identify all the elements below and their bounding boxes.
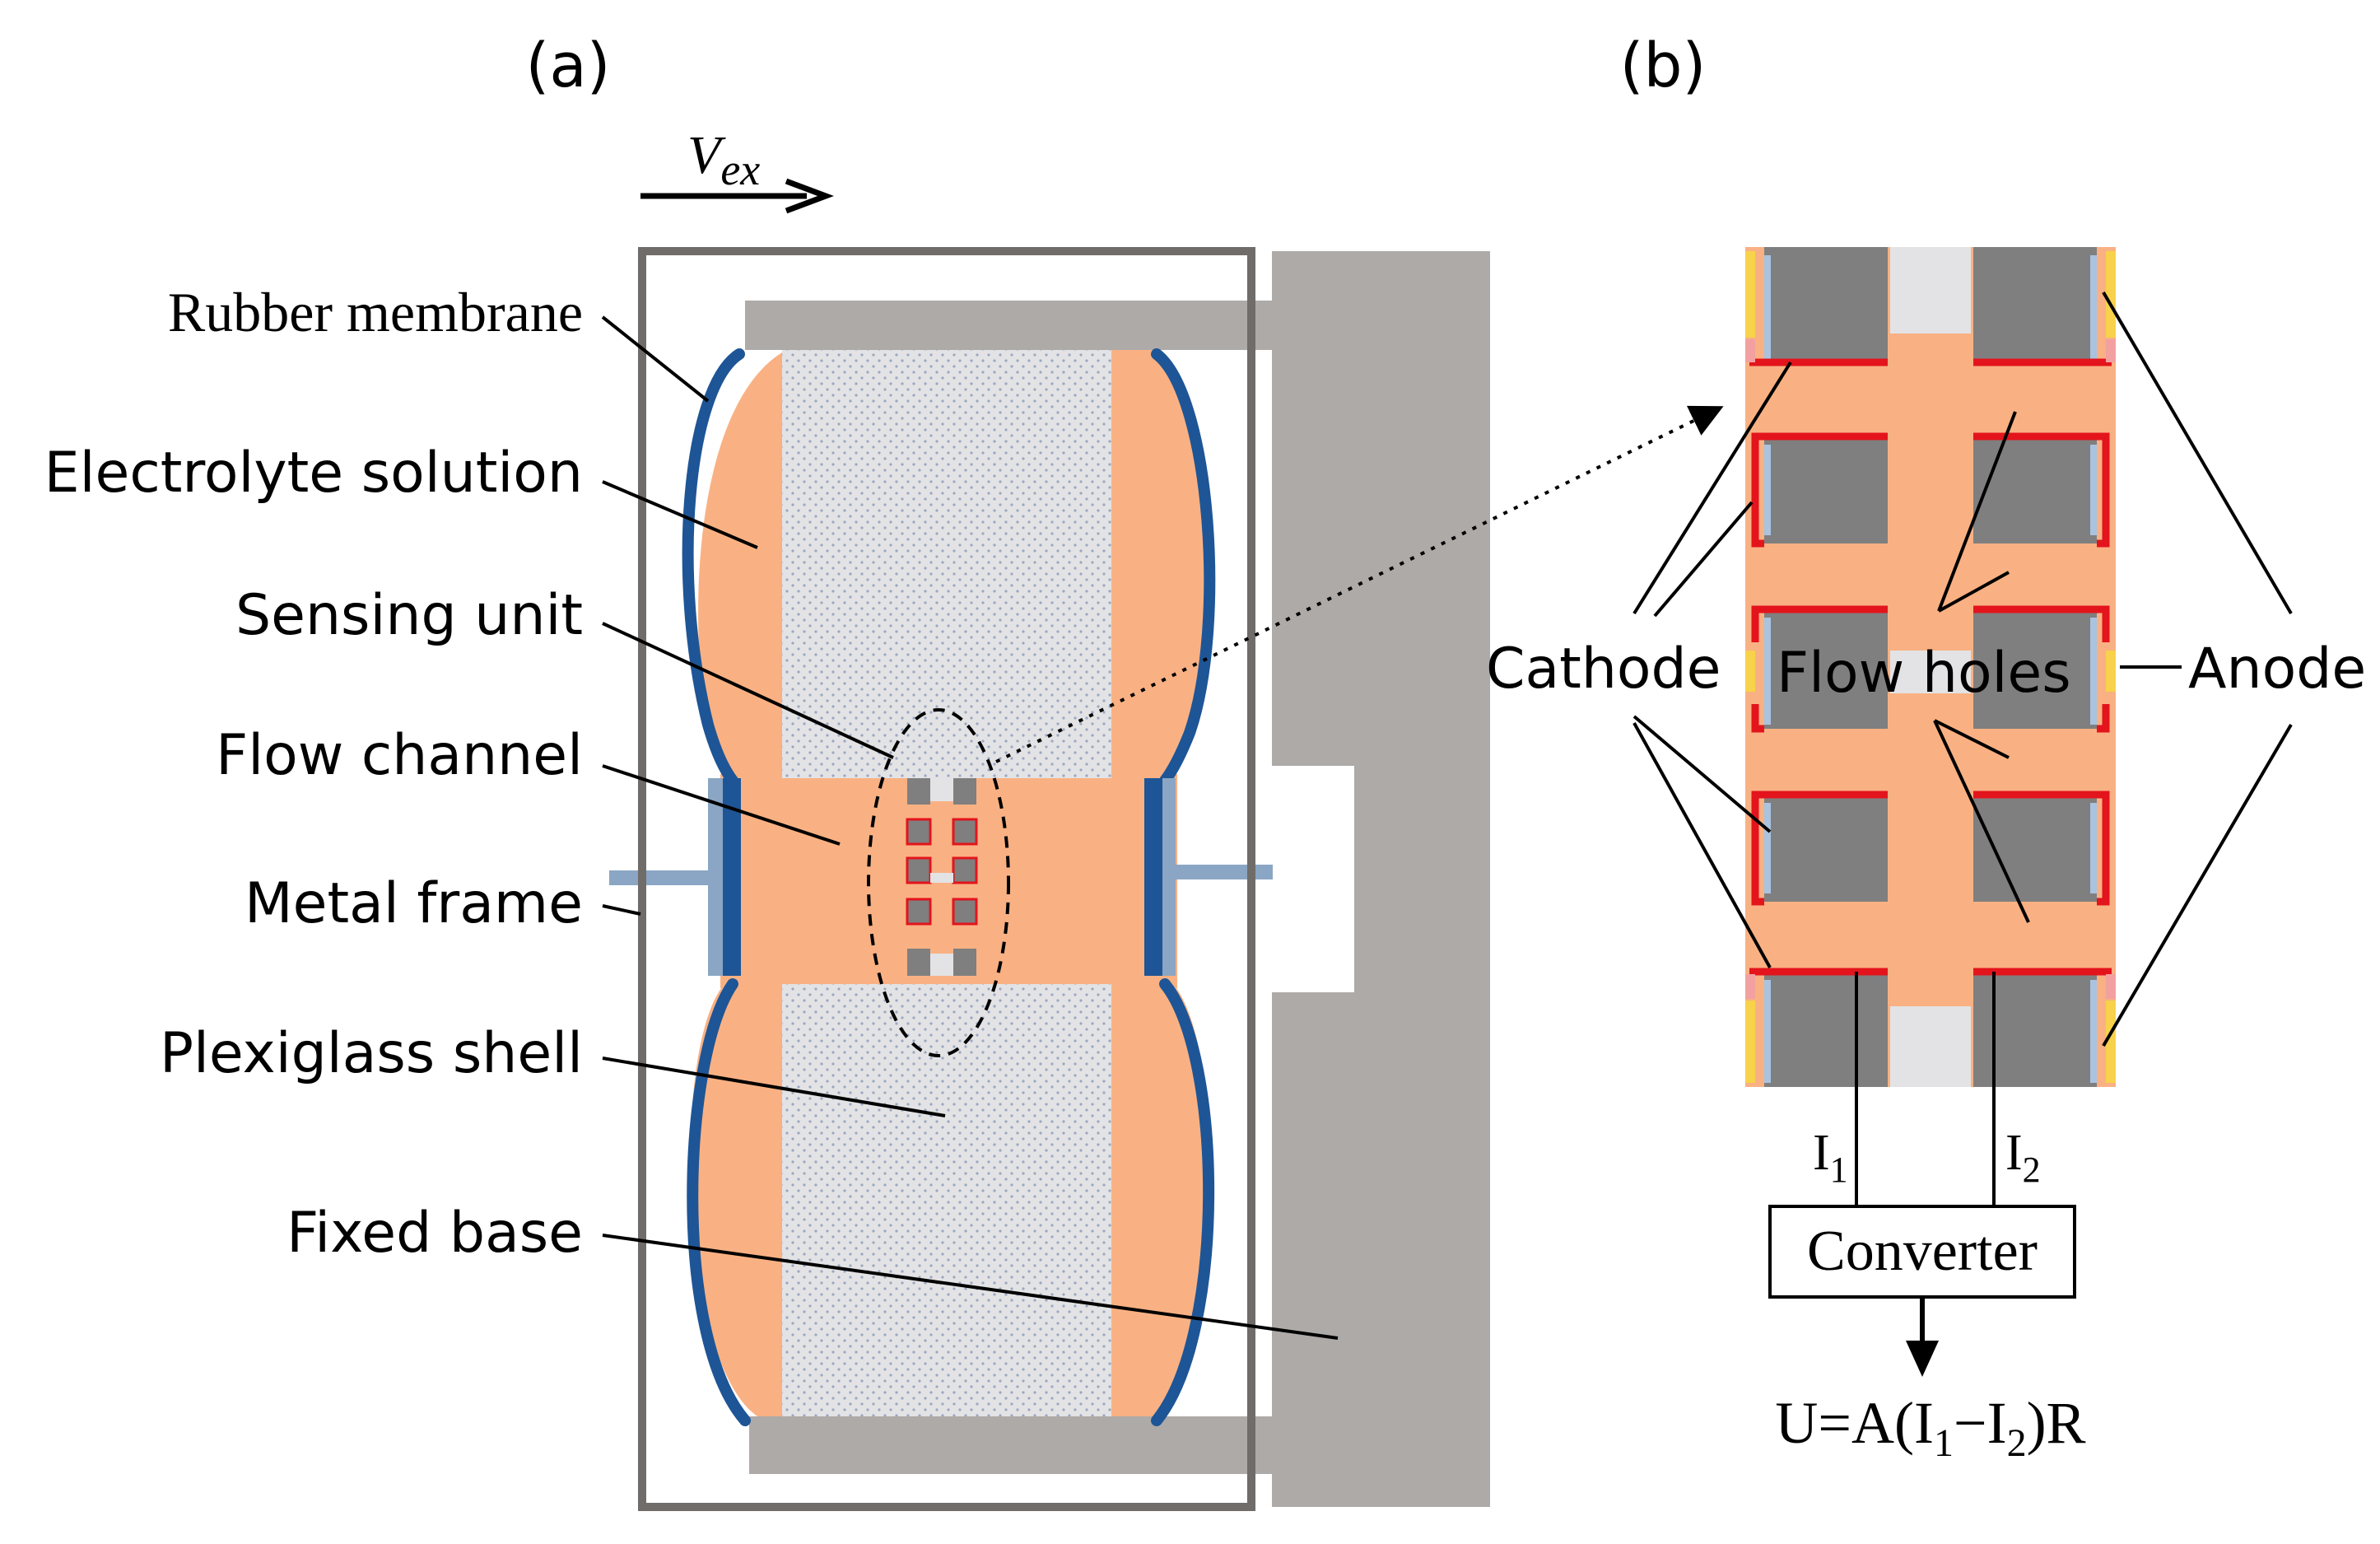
svg-text:I1: I1 xyxy=(1813,1125,1848,1190)
label-cathode: Cathode xyxy=(1486,637,1721,702)
fixed-base xyxy=(1272,251,1490,1507)
plexiglass-lower xyxy=(782,984,1111,1416)
excitation-subscript: ex xyxy=(720,145,760,194)
panel-b-label: (b) xyxy=(1620,30,1707,101)
equation-rhs: )R xyxy=(2027,1390,2086,1456)
output-equation: U=A(I1−I2)R xyxy=(1775,1390,2085,1465)
panel-b-leaders xyxy=(1632,291,2293,1047)
rubber-membrane xyxy=(682,348,1216,1426)
label-metal-frame: Metal frame xyxy=(245,871,583,936)
current-i1-subscript: 1 xyxy=(1830,1150,1848,1190)
excitation-symbol: V xyxy=(687,125,726,185)
sensing-unit-highlight xyxy=(867,708,1010,1057)
zoom-arrow xyxy=(995,405,1724,763)
current-i2-symbol: I xyxy=(2005,1125,2023,1181)
equation-sub1: 1 xyxy=(1934,1421,1954,1465)
sensing-unit-detail xyxy=(1745,247,2116,1087)
bottom-plate xyxy=(749,1416,1272,1474)
equation-lhs: U=A(I xyxy=(1775,1390,1934,1456)
outer-shell-outline xyxy=(638,247,1255,1511)
label-electrolyte-solution: Electrolyte solution xyxy=(44,441,583,506)
svg-text:Vex: Vex xyxy=(687,125,760,194)
label-plexiglass-shell: Plexiglass shell xyxy=(160,1021,583,1086)
output-arrow xyxy=(1906,1297,1939,1377)
label-sensing-unit: Sensing unit xyxy=(235,583,583,648)
label-flow-channel: Flow channel xyxy=(216,723,583,788)
panel-a-leaders xyxy=(601,315,1339,1340)
converter-box xyxy=(1768,1205,2076,1299)
equation-sub2: 2 xyxy=(2007,1421,2027,1465)
excitation-arrow: Vex xyxy=(640,125,834,214)
plexiglass-upper xyxy=(782,350,1111,778)
panel-a-labels: Rubber membrane Electrolyte solution Sen… xyxy=(44,281,583,1266)
equation-minus: −I xyxy=(1954,1390,2007,1456)
converter-label: Converter xyxy=(1807,1220,2038,1283)
label-fixed-base: Fixed base xyxy=(286,1201,583,1266)
label-rubber-membrane: Rubber membrane xyxy=(168,281,583,343)
current-i1-symbol: I xyxy=(1813,1125,1830,1181)
current-wires xyxy=(1855,972,1996,1206)
current-i2-subscript: 2 xyxy=(2023,1150,2041,1190)
sensing-unit-small xyxy=(904,778,978,976)
label-anode: Anode xyxy=(2188,637,2366,702)
panel-a-label: (a) xyxy=(525,30,610,101)
label-flow-holes: Flow holes xyxy=(1777,641,2071,706)
svg-text:I2: I2 xyxy=(2005,1125,2041,1190)
top-plate xyxy=(745,301,1272,350)
